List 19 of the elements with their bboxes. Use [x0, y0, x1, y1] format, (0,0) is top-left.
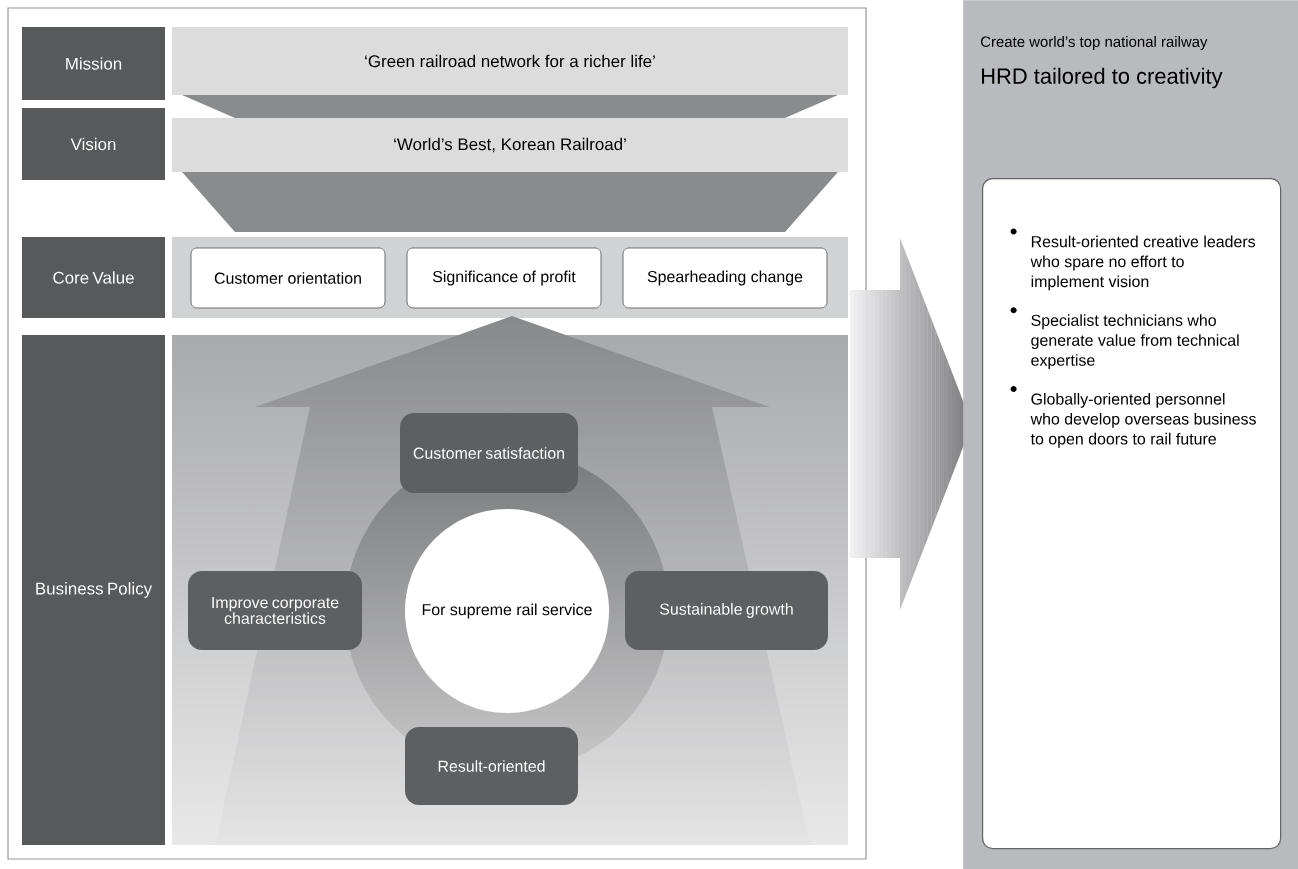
bullet-text: Globally-oriented personnel who develop overseas business to open doors to rail future	[1030, 393, 1256, 448]
bullet-text: Result-oriented creative leaders who spare no effort to implement vision	[1030, 235, 1255, 291]
statement-band: ‘Green railroad network for a richer life’	[172, 27, 848, 95]
panel-heading: HRD tailored to creativity	[982, 67, 1223, 89]
panel-heading: Create world’s top national railway	[980, 36, 1208, 50]
label-box: Mission	[22, 27, 165, 100]
value-box: Spearheading change	[622, 247, 828, 309]
label-box: Core Value	[22, 237, 165, 318]
bullet-list-box	[982, 178, 1282, 850]
label-box: Business Policy	[22, 335, 165, 845]
label-box: Vision	[22, 108, 165, 180]
policy-box: Customer satisfaction	[400, 413, 578, 493]
value-box: Significance of profit	[406, 247, 602, 309]
value-box: Customer orientation	[190, 247, 386, 309]
policy-box: Sustainable growth	[625, 571, 828, 650]
policy-box: Improve corporate characteristics	[188, 571, 362, 650]
statement-band: ‘World’s Best, Korean Railroad’	[172, 118, 848, 172]
policy-box: Result-oriented	[405, 727, 578, 805]
bullet-text: Specialist technicians who generate value from technical expertise	[1031, 314, 1239, 369]
